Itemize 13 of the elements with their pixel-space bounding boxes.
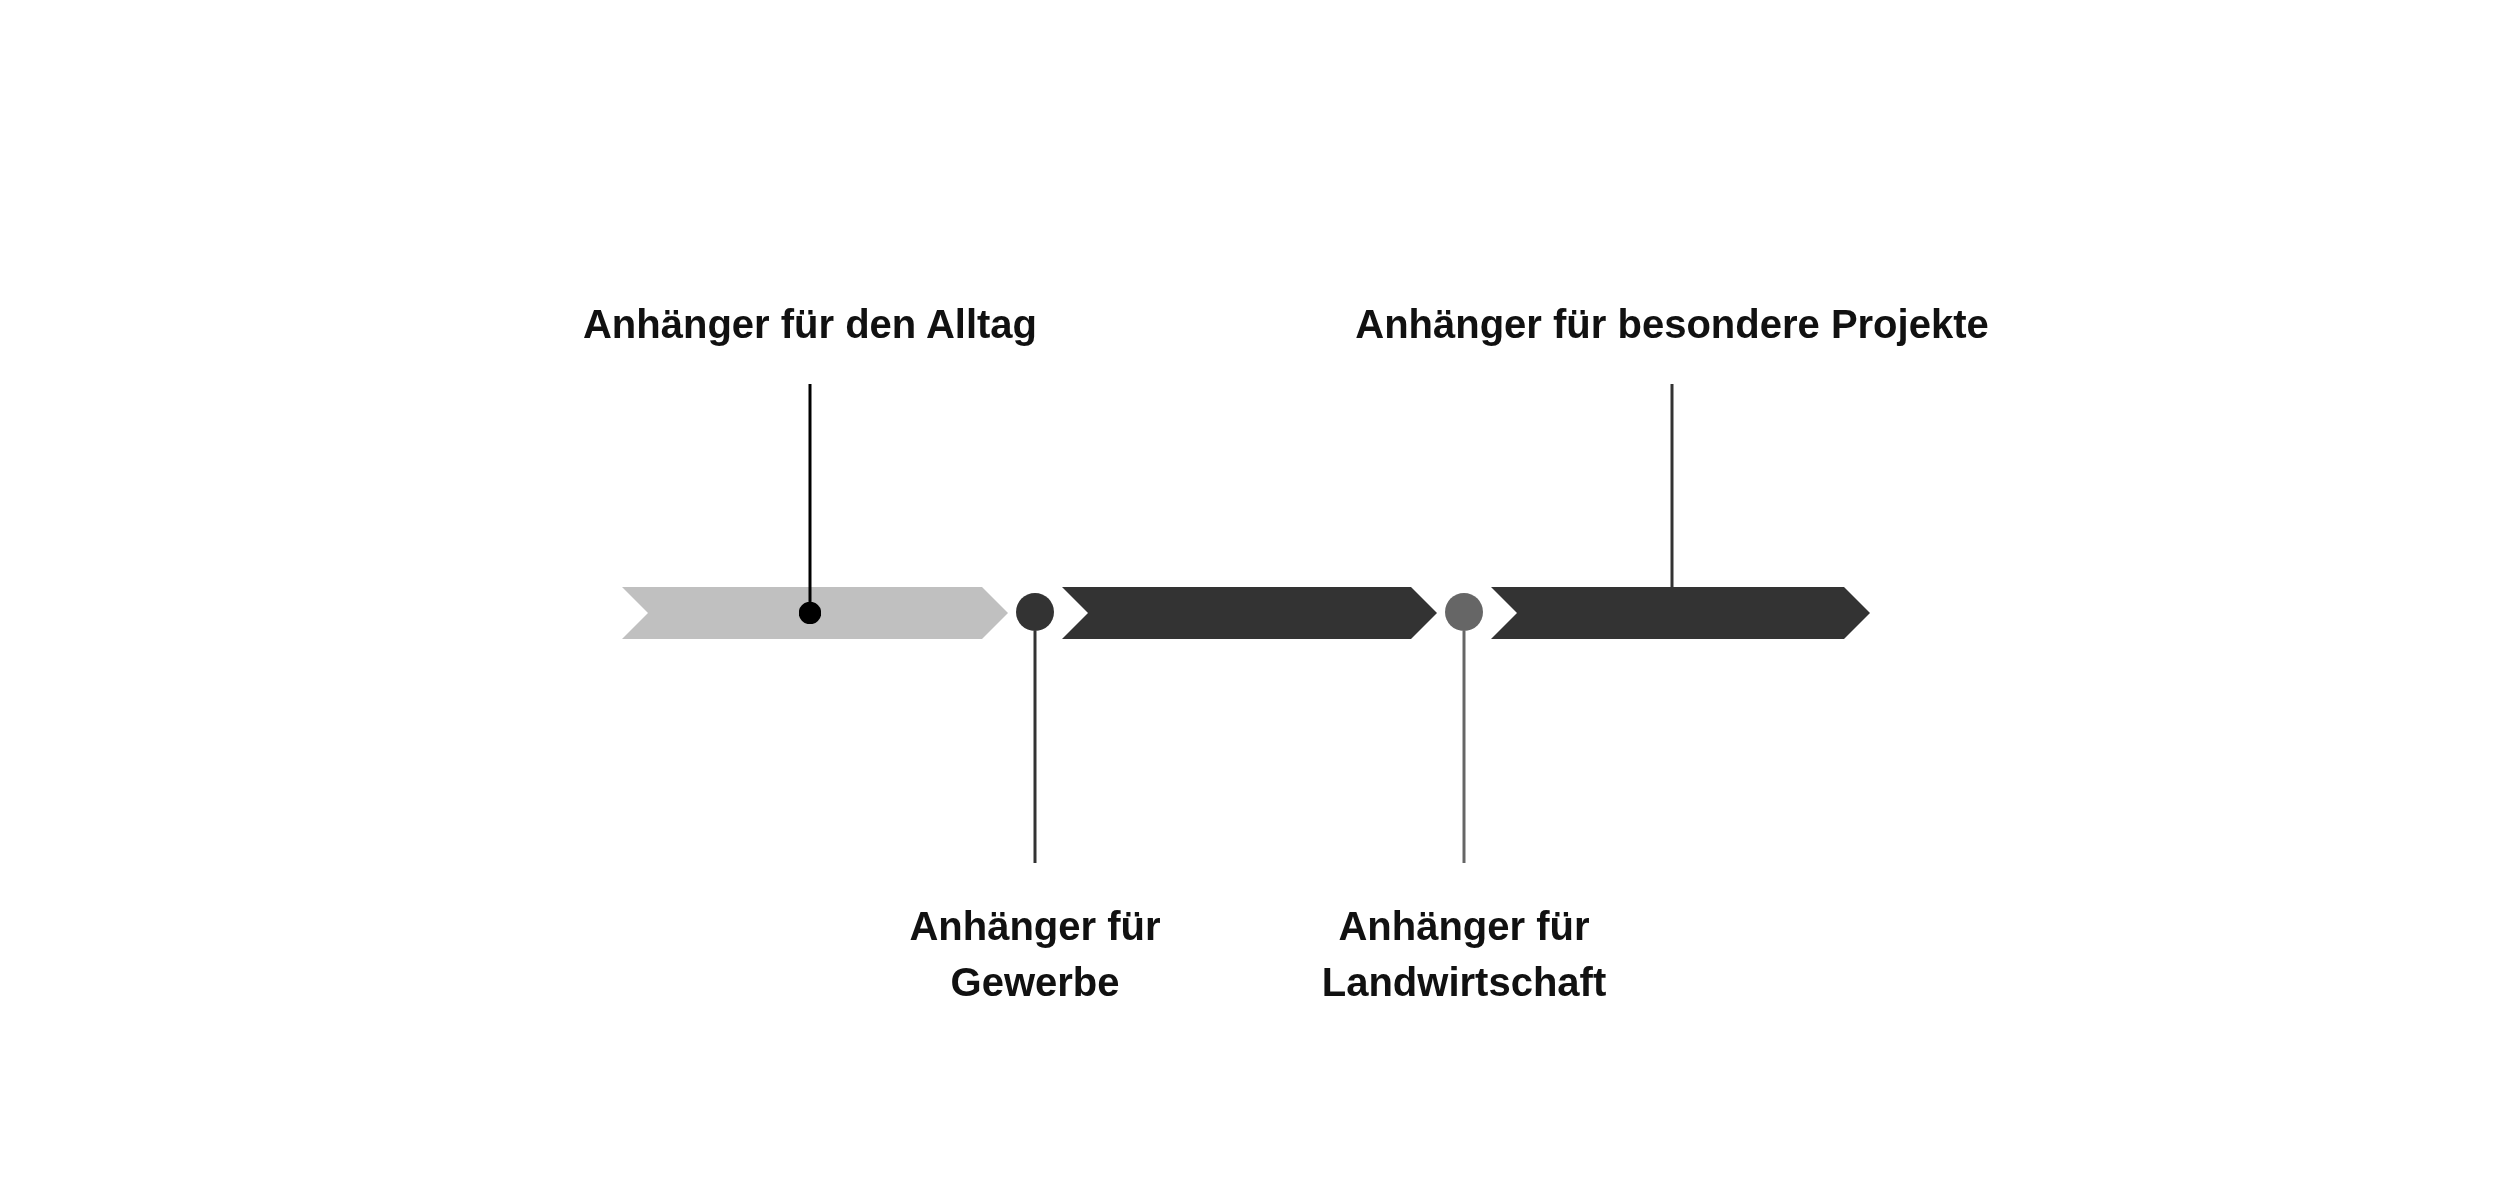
chevron-bar xyxy=(1062,587,1437,639)
milestone-label: Anhänger für den Alltag xyxy=(560,296,1060,352)
leader-line xyxy=(1033,631,1037,863)
leader-line xyxy=(798,384,822,625)
leader-line xyxy=(1670,384,1674,587)
milestone-label: Anhänger für Gewerbe xyxy=(885,898,1185,1010)
milestone-label: Anhänger für besondere Projekte xyxy=(1322,296,2022,352)
chevron-bar xyxy=(622,587,1008,639)
timeline-dot xyxy=(1016,593,1054,631)
timeline-dot xyxy=(1445,593,1483,631)
milestone-label: Anhänger für Landwirtschaft xyxy=(1289,898,1639,1010)
chevron-bar xyxy=(1491,587,1870,639)
leader-line xyxy=(1462,631,1466,863)
